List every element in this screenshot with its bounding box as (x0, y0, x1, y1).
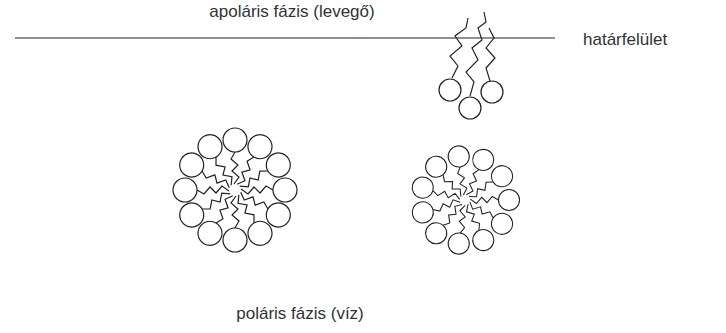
micelle (410, 144, 520, 255)
phase-label: határfelület (583, 30, 667, 50)
phase-label: apoláris fázis (levegő) (209, 2, 374, 22)
phase-label: poláris fázis (víz) (236, 304, 364, 324)
interface-molecules (439, 12, 503, 119)
interface-line (15, 37, 555, 38)
micelle (173, 128, 297, 252)
